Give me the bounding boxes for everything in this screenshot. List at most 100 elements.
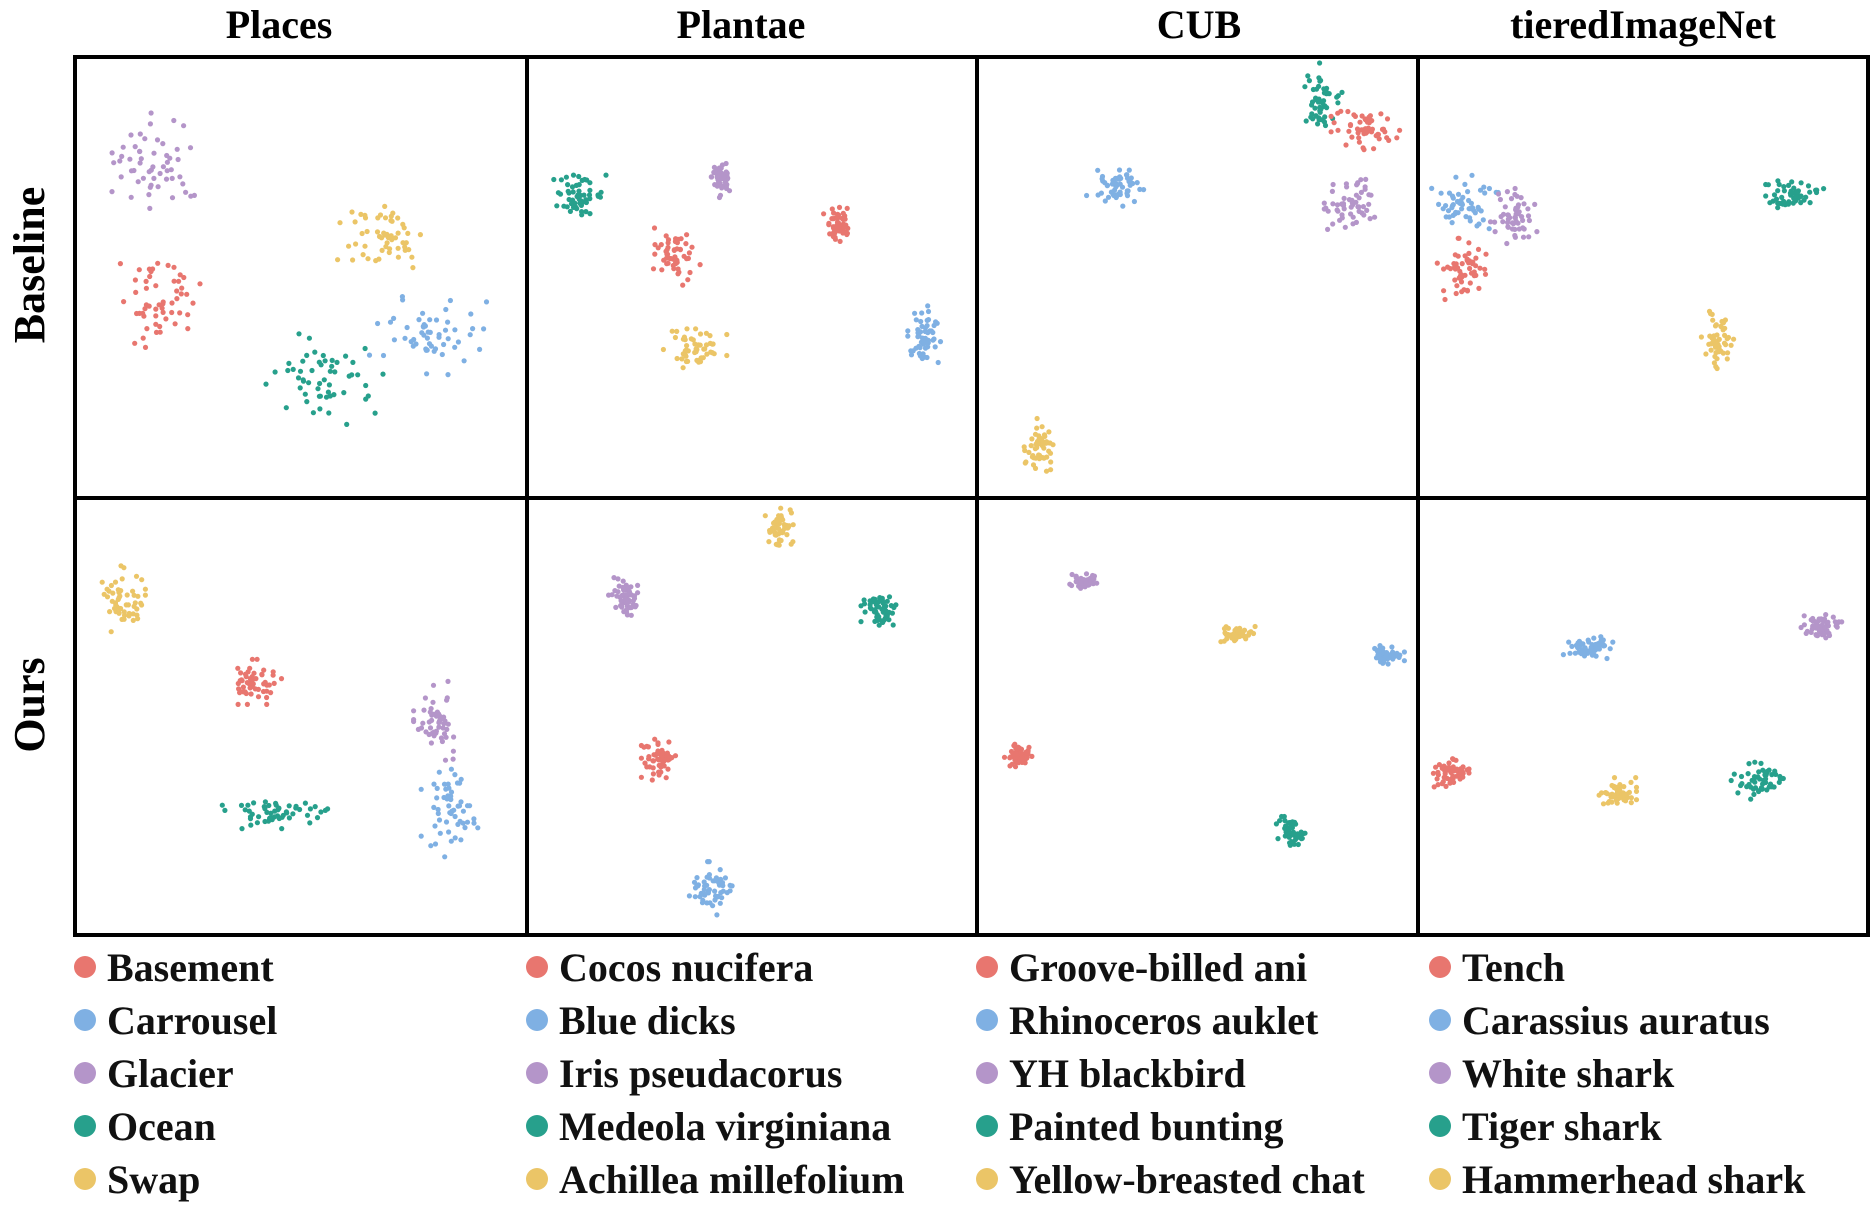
scatter-point bbox=[1526, 234, 1532, 240]
scatter-point bbox=[697, 331, 704, 337]
scatter-point bbox=[1350, 214, 1356, 220]
scatter-point bbox=[262, 806, 268, 812]
scatter-point bbox=[1763, 193, 1769, 199]
scatter-point bbox=[690, 337, 696, 343]
column-title-cub: CUB bbox=[1157, 2, 1241, 47]
scatter-point bbox=[784, 532, 790, 538]
scatter-point bbox=[1765, 182, 1771, 188]
scatter-point bbox=[128, 132, 134, 138]
scatter-point bbox=[583, 199, 590, 206]
scatter-point bbox=[660, 346, 667, 353]
scatter-point bbox=[665, 240, 671, 246]
scatter-point bbox=[165, 262, 171, 268]
scatter-point bbox=[322, 358, 328, 364]
scatter-point bbox=[891, 604, 897, 611]
scatter-point bbox=[762, 513, 768, 519]
scatter-point bbox=[1567, 650, 1573, 656]
scatter-point bbox=[1814, 623, 1820, 629]
scatter-point bbox=[1482, 266, 1488, 272]
scatter-point bbox=[264, 694, 270, 701]
scatter-point bbox=[1633, 797, 1640, 803]
scatter-point bbox=[143, 285, 149, 291]
legend-label: Yellow-breasted chat bbox=[1009, 1157, 1366, 1202]
scatter-point bbox=[1442, 768, 1448, 774]
scatter-point bbox=[1224, 636, 1230, 642]
scatter-point bbox=[1569, 643, 1575, 650]
scatter-point bbox=[779, 530, 785, 536]
scatter-point bbox=[285, 367, 291, 374]
scatter-point bbox=[622, 596, 629, 602]
scatter-point bbox=[1590, 650, 1596, 656]
legend-marker bbox=[1429, 1062, 1451, 1084]
scatter-point bbox=[1495, 191, 1502, 197]
scatter-point bbox=[558, 177, 565, 183]
scatter-point bbox=[871, 609, 878, 615]
scatter-point bbox=[1446, 760, 1452, 766]
scatter-point bbox=[1429, 185, 1435, 191]
scatter-point bbox=[1440, 206, 1446, 212]
scatter-point bbox=[1497, 196, 1503, 203]
scatter-point bbox=[790, 522, 796, 528]
scatter-point bbox=[1011, 743, 1017, 749]
scatter-point bbox=[1237, 625, 1243, 632]
scatter-point bbox=[563, 174, 570, 180]
scatter-point bbox=[153, 321, 159, 327]
scatter-point bbox=[119, 153, 125, 159]
scatter-point bbox=[663, 233, 669, 239]
scatter-point bbox=[1347, 122, 1354, 128]
scatter-point bbox=[1746, 781, 1752, 788]
scatter-point bbox=[1512, 185, 1518, 192]
scatter-point bbox=[452, 344, 458, 350]
scatter-point bbox=[1358, 189, 1364, 195]
scatter-point bbox=[263, 381, 269, 387]
scatter-point bbox=[672, 238, 679, 245]
scatter-point bbox=[420, 720, 426, 726]
scatter-point bbox=[157, 170, 163, 177]
scatter-point bbox=[1029, 436, 1035, 442]
legend-marker bbox=[74, 1168, 96, 1190]
scatter-point bbox=[374, 229, 381, 235]
scatter-point bbox=[1486, 185, 1492, 192]
scatter-point bbox=[694, 883, 700, 889]
scatter-point bbox=[197, 281, 203, 287]
scatter-point bbox=[411, 718, 417, 725]
legend-marker bbox=[1429, 1168, 1451, 1190]
scatter-point bbox=[1449, 220, 1455, 226]
scatter-point bbox=[1445, 264, 1451, 270]
scatter-point bbox=[675, 271, 681, 277]
scatter-point bbox=[1738, 782, 1744, 789]
scatter-point bbox=[1361, 131, 1367, 137]
scatter-point bbox=[693, 349, 699, 355]
scatter-point bbox=[366, 352, 373, 358]
scatter-point bbox=[1771, 784, 1777, 790]
scatter-point bbox=[428, 843, 434, 849]
scatter-point bbox=[117, 158, 123, 164]
scatter-point bbox=[381, 230, 387, 236]
scatter-point bbox=[1448, 776, 1454, 783]
scatter-point bbox=[169, 175, 175, 181]
scatter-point bbox=[1515, 220, 1521, 226]
scatter-point bbox=[1016, 760, 1022, 766]
scatter-point bbox=[1369, 129, 1375, 135]
scatter-point bbox=[290, 811, 296, 817]
scatter-point bbox=[708, 174, 714, 180]
scatter-point bbox=[433, 317, 440, 323]
scatter-point bbox=[1725, 350, 1731, 356]
scatter-point bbox=[1628, 800, 1634, 806]
scatter-point bbox=[445, 678, 451, 685]
scatter-point bbox=[315, 386, 321, 392]
scatter-point bbox=[886, 594, 893, 600]
scatter-point bbox=[1818, 626, 1824, 632]
scatter-point bbox=[235, 665, 241, 671]
scatter-point bbox=[160, 164, 166, 170]
scatter-point bbox=[343, 353, 349, 359]
scatter-point bbox=[362, 212, 368, 218]
scatter-point bbox=[1801, 613, 1807, 619]
scatter-point bbox=[271, 680, 277, 687]
scatter-point bbox=[842, 216, 848, 222]
scatter-point bbox=[160, 301, 166, 307]
scatter-point bbox=[191, 192, 197, 198]
scatter-point bbox=[1798, 624, 1804, 631]
scatter-point bbox=[650, 771, 657, 777]
